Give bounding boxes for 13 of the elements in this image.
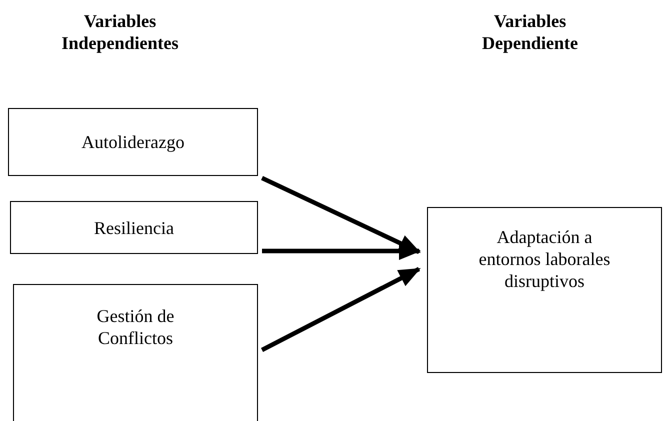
process-box [13, 284, 258, 421]
process-box [10, 201, 258, 254]
box-label: Autoliderazgo [82, 131, 184, 153]
column-heading: Variables Independientes [60, 10, 180, 54]
box-label: Gestión de Conflictos [96, 305, 176, 349]
arrow [261, 176, 421, 254]
process-box [8, 108, 258, 176]
arrow [260, 267, 421, 352]
process-box [427, 207, 662, 373]
box-label: Adaptación a entornos laborales disruptivos [478, 226, 612, 292]
arrow [262, 242, 421, 260]
box-label: Resiliencia [94, 216, 174, 238]
column-heading: Variables Dependiente [481, 10, 579, 54]
